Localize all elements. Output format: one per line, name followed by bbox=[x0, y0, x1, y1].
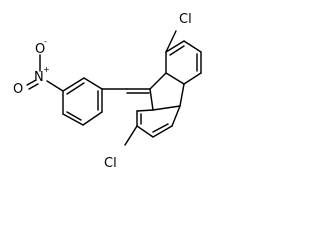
bond bbox=[149, 88, 154, 111]
atom-labels: Cl Cl N + O - O bbox=[13, 12, 192, 171]
bond bbox=[165, 30, 177, 53]
bond bbox=[136, 125, 154, 138]
bond bbox=[124, 125, 138, 146]
bond bbox=[83, 77, 103, 90]
bond bbox=[171, 105, 181, 127]
bond bbox=[62, 77, 85, 92]
bond bbox=[183, 72, 202, 85]
bond bbox=[179, 83, 185, 107]
nitro-negative-charge: - bbox=[44, 37, 47, 46]
bond bbox=[149, 72, 167, 90]
bond bbox=[26, 79, 37, 86]
bond bbox=[152, 105, 181, 111]
bond bbox=[62, 113, 84, 126]
bond bbox=[169, 45, 185, 56]
bond bbox=[165, 40, 185, 53]
nitro-oxygen-label-left: O bbox=[13, 82, 23, 97]
bonds bbox=[26, 30, 202, 146]
chlorine-label-top: Cl bbox=[179, 12, 192, 27]
bond bbox=[152, 125, 173, 138]
bond bbox=[28, 83, 39, 90]
bond bbox=[66, 82, 85, 95]
nitro-positive-charge: + bbox=[43, 65, 50, 74]
bond bbox=[46, 80, 64, 92]
bond bbox=[66, 111, 82, 121]
bond bbox=[136, 109, 154, 112]
nitro-oxygen-label-top: O bbox=[35, 42, 45, 57]
nitro-nitrogen-label: N bbox=[34, 70, 44, 85]
bond bbox=[82, 111, 103, 126]
chemical-structure-diagram: Cl Cl N + O - O bbox=[13, 12, 202, 171]
chlorine-label-bottom: Cl bbox=[104, 156, 117, 171]
bond bbox=[152, 123, 169, 133]
bond bbox=[183, 40, 202, 53]
bond bbox=[165, 72, 185, 85]
